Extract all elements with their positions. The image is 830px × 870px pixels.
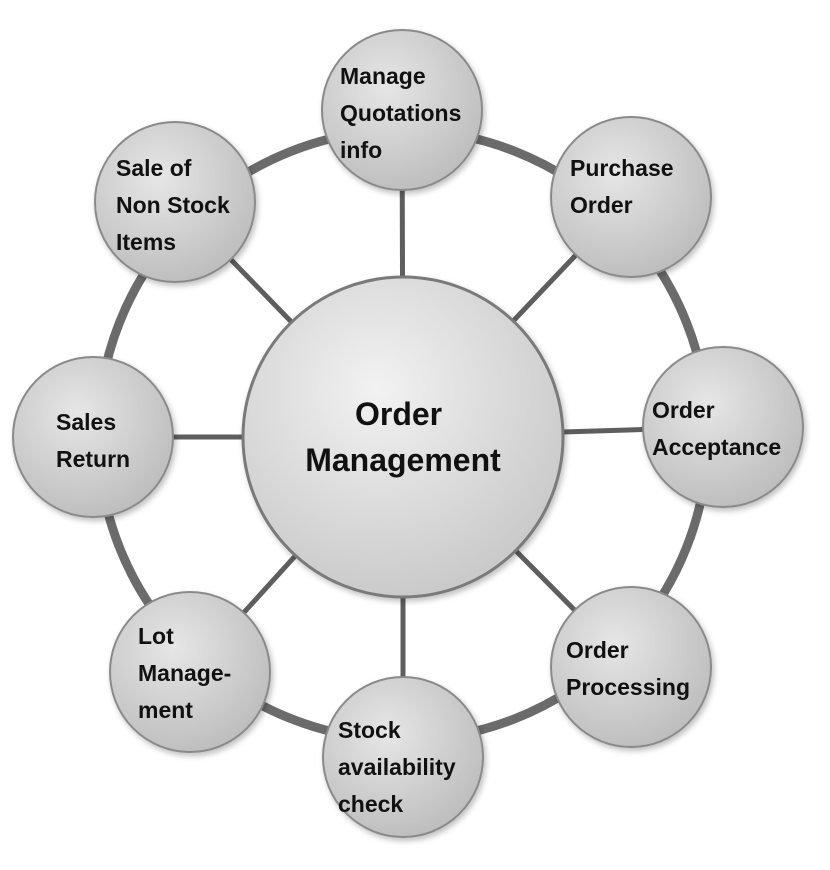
- node-label-line: Sales: [56, 409, 116, 435]
- spoke-sale-non-stock: [228, 257, 294, 324]
- node-label-line: Acceptance: [652, 434, 781, 460]
- center-label-line: Management: [305, 442, 501, 478]
- node-stock-availability: Stock availability check: [322, 676, 484, 838]
- node-circle: [109, 591, 271, 753]
- node-label-line: Order: [566, 637, 629, 663]
- node-label-line: Non Stock: [116, 192, 230, 218]
- node-label-line: Processing: [566, 674, 690, 700]
- node-circle: [550, 116, 712, 278]
- spoke-order-processing: [513, 548, 577, 612]
- node-label-line: Order: [652, 397, 715, 423]
- node-circle: [94, 121, 256, 283]
- spoke-purchase-order: [511, 253, 578, 323]
- node-circle: [642, 346, 804, 508]
- node-label-line: Order: [570, 192, 633, 218]
- node-label-line: Purchase: [570, 155, 674, 181]
- node-label-line: Lot: [138, 623, 174, 649]
- spoke-lot-management: [241, 553, 298, 615]
- node-circle: [321, 29, 483, 191]
- node-label-line: info: [340, 137, 382, 163]
- node-label: Stock availability check: [338, 717, 456, 817]
- spoke-order-acceptance: [562, 426, 644, 435]
- node-label-line: Sale of: [116, 155, 192, 181]
- node-label-line: availability: [338, 754, 456, 780]
- spokes: [173, 189, 644, 677]
- center-label-line: Order: [355, 396, 442, 432]
- node-label-line: ment: [138, 697, 193, 723]
- node-label-line: Return: [56, 446, 130, 472]
- node-label-line: check: [338, 791, 403, 817]
- node-circle: [550, 586, 712, 748]
- node-circle: [12, 356, 174, 518]
- node-label-line: Manage-: [138, 660, 231, 686]
- node-circle: [322, 676, 484, 838]
- node-label-line: Items: [116, 229, 176, 255]
- node-label-line: Manage: [340, 63, 426, 89]
- node-label-line: Quotations: [340, 100, 461, 126]
- center-circle: [241, 275, 565, 599]
- center-label: Order Management: [305, 396, 501, 478]
- node-label-line: Stock: [338, 717, 401, 743]
